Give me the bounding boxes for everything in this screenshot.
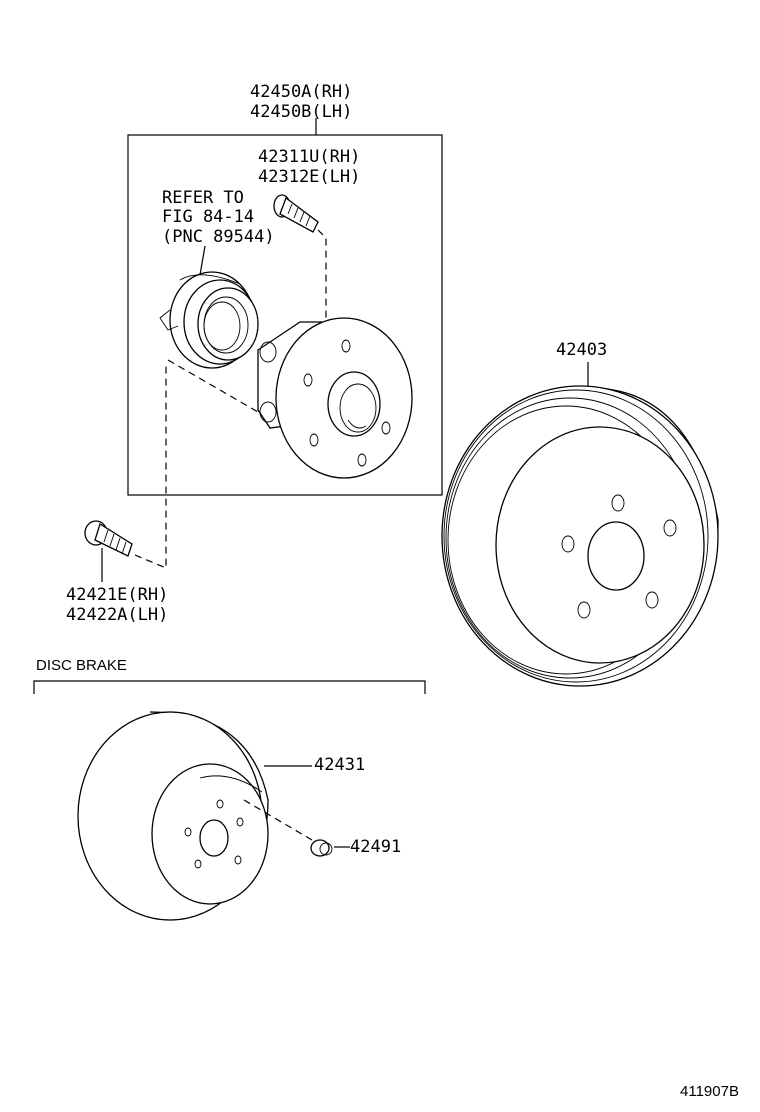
brake-disc-label: 42431 (314, 755, 365, 775)
disc-screw-label: 42491 (350, 837, 401, 857)
refer-note-leader (199, 245, 206, 276)
brake-disc-drawing (77, 711, 269, 921)
hub-bolt-drawing (273, 194, 327, 320)
refer-note-line3: (PNC 89544) (162, 227, 275, 247)
disc-brake-heading: DISC BRAKE (36, 657, 127, 674)
refer-note-line2: FIG 84-14 (162, 207, 254, 227)
brake-drum-group: 42403 (441, 340, 719, 687)
hub-assembly-lh-label: 42450B(LH) (250, 102, 352, 122)
disc-brake-section: DISC BRAKE 42431 42491 (33, 657, 426, 921)
hub-bolt-lh-label: 42312E(LH) (258, 167, 360, 187)
mount-bolt-lh-label: 42422A(LH) (66, 605, 168, 625)
brake-drum-drawing (441, 385, 719, 687)
mount-bolt-rh-label: 42421E(RH) (66, 585, 168, 605)
disc-brake-bracket (33, 680, 426, 694)
refer-note-line1: REFER TO (162, 188, 244, 208)
figure-id: 411907B (680, 1083, 739, 1100)
hub-flange-drawing (167, 317, 413, 479)
mount-bolt-drawing (84, 520, 133, 557)
hub-assembly-box (127, 134, 443, 496)
mount-bolt-group: 42421E(RH) 42422A(LH) (66, 364, 168, 625)
hub-bolt-rh-label: 42311U(RH) (258, 147, 360, 167)
hub-assembly-rh-label: 42450A(RH) (250, 82, 352, 102)
disc-screw-drawing (310, 839, 333, 857)
sensor-ring-drawing (159, 271, 259, 369)
brake-drum-label: 42403 (556, 340, 607, 360)
hub-assembly-group: 42450A(RH) 42450B(LH) 42311U(RH) 42312E(… (127, 82, 443, 496)
